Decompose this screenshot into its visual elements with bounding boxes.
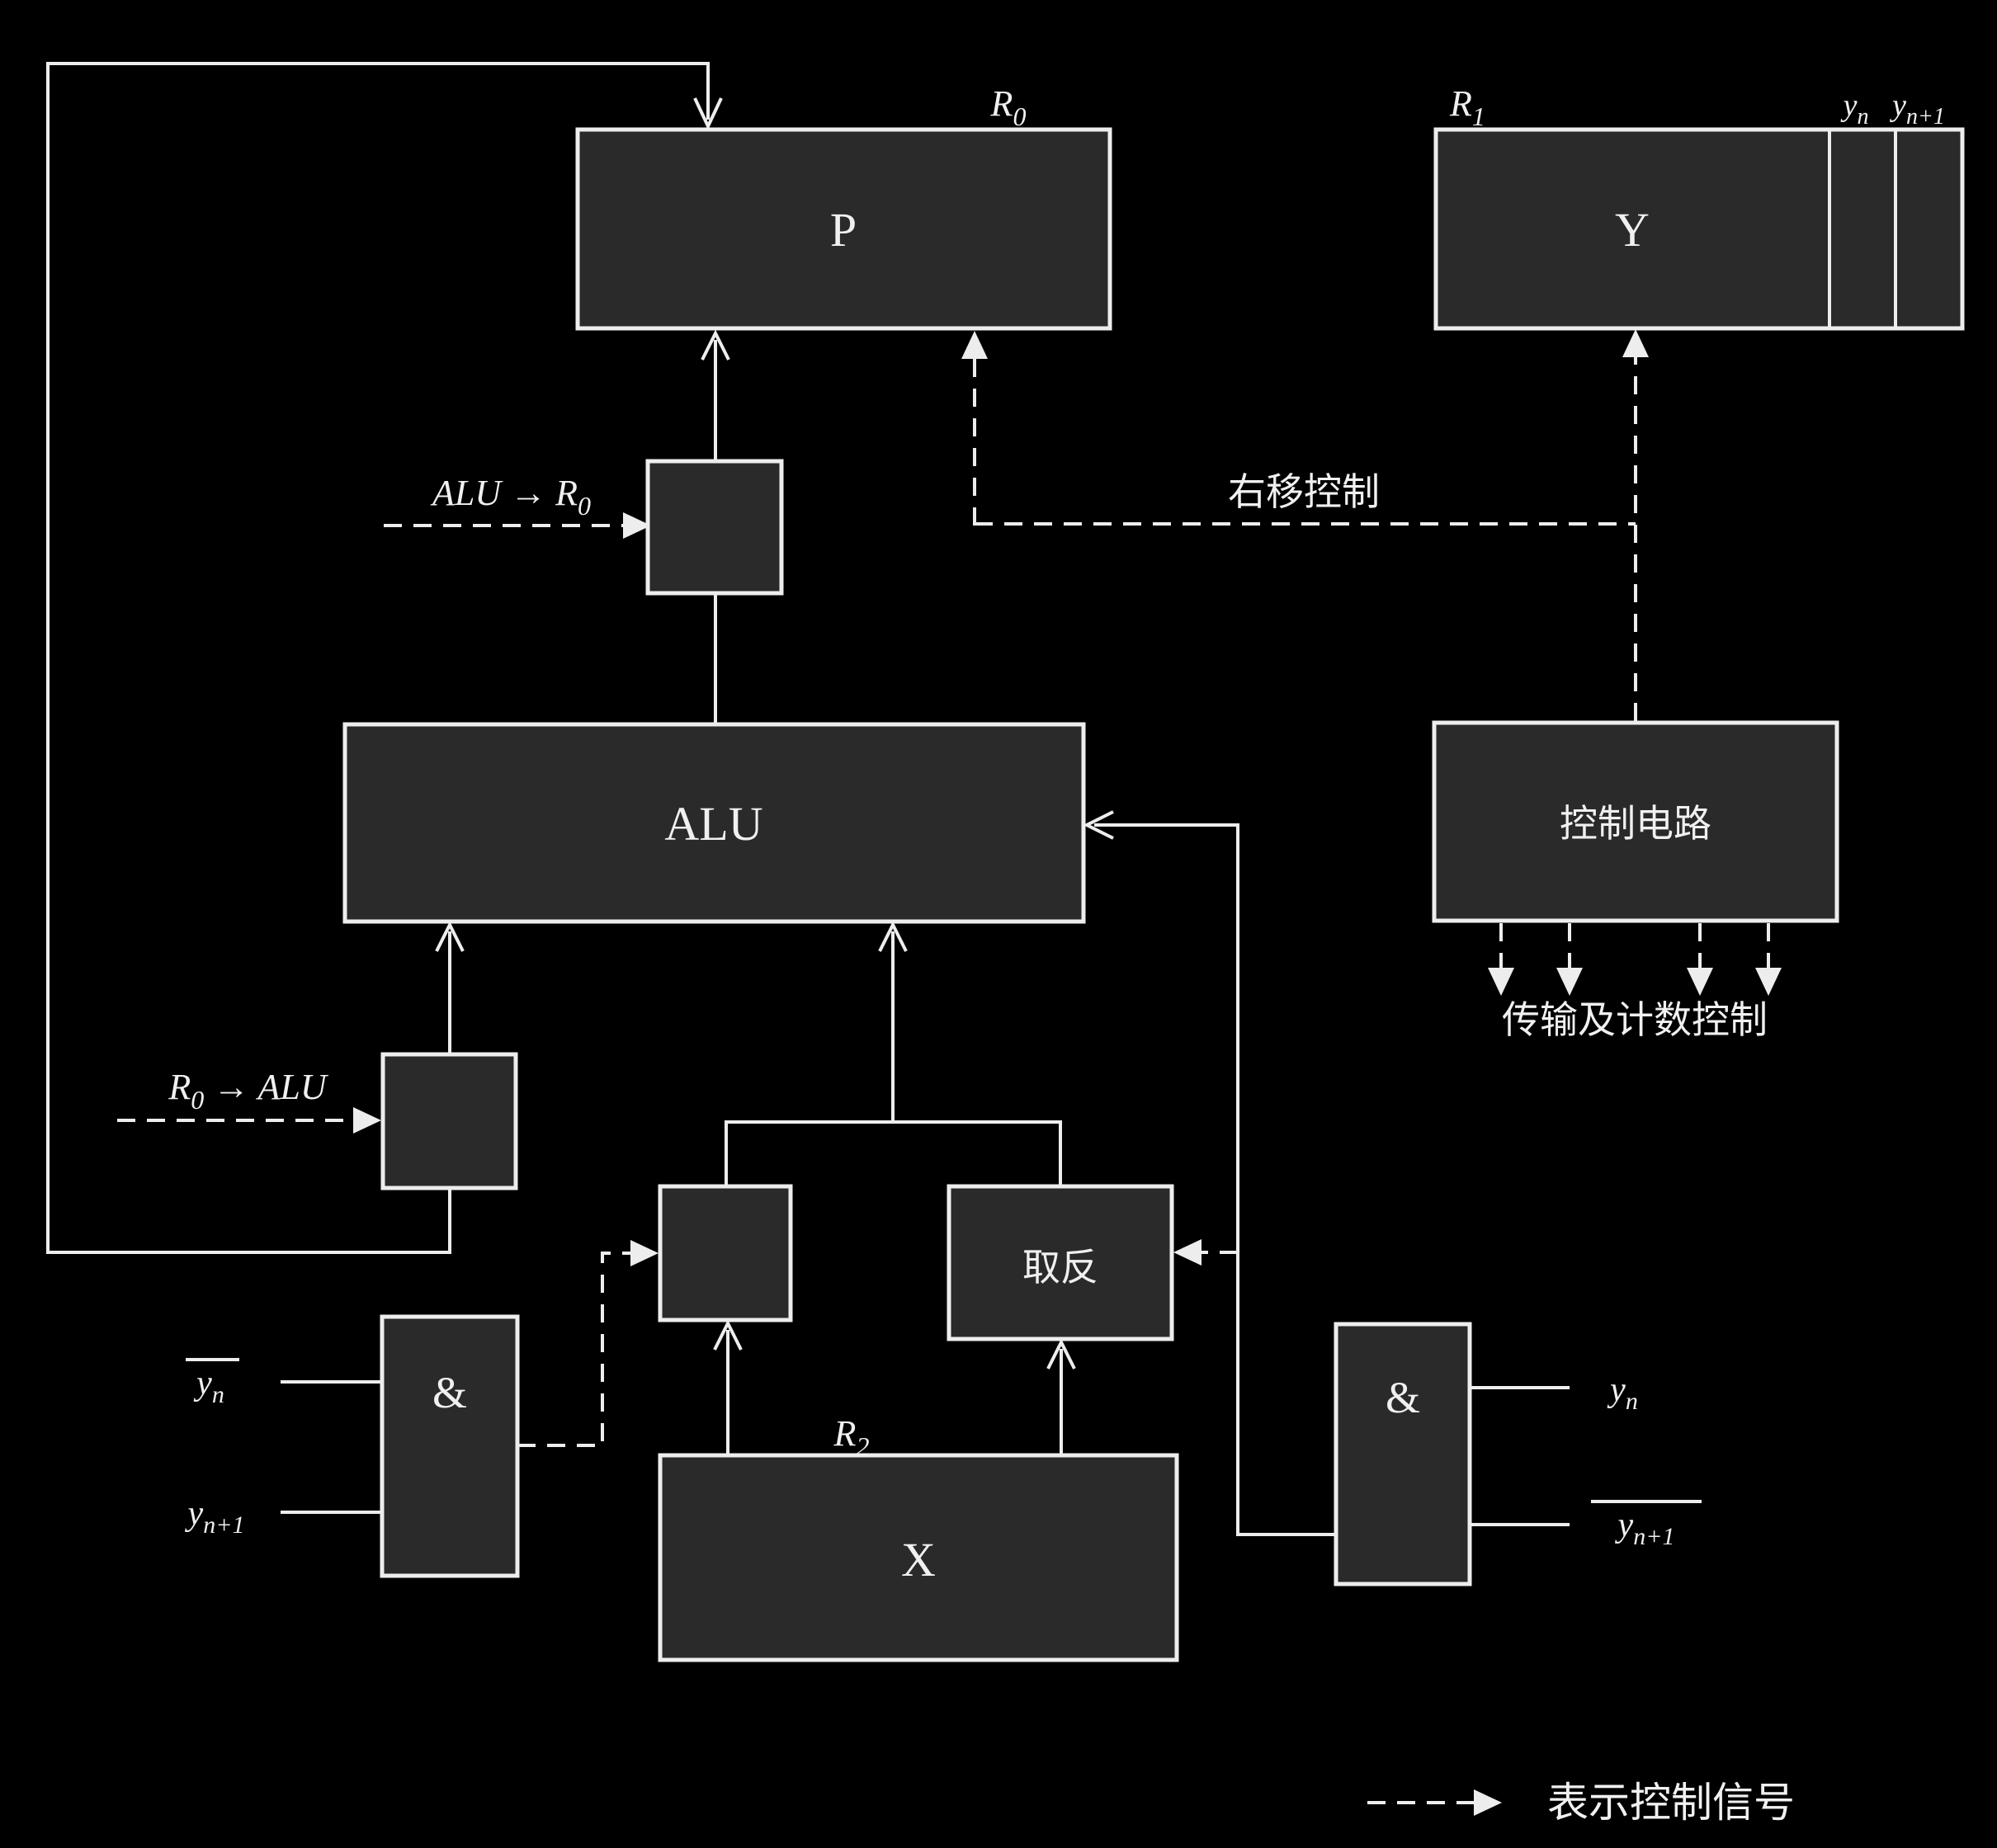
and-gate-left <box>380 1314 520 1578</box>
r2-tag: R2 <box>833 1413 870 1461</box>
and-gate-right <box>1334 1322 1472 1586</box>
negate-box <box>947 1184 1174 1341</box>
arrow-into-alu-bottom-mid-icon <box>878 921 908 952</box>
y-register-label: Y <box>1615 203 1650 257</box>
latch-alu-to-r0 <box>645 459 784 596</box>
right-shift-arrow-y-icon <box>1622 329 1649 357</box>
y-cell-yn1-tag: yn+1 <box>1889 88 1945 130</box>
right-shift-label: 右移控制 <box>1228 471 1380 513</box>
p-register <box>575 127 1112 331</box>
feedback-line-r0 <box>46 62 710 1254</box>
legend-label: 表示控制信号 <box>1547 1780 1795 1826</box>
control-arrow-3-icon <box>1687 968 1713 996</box>
arrow-into-negate-icon <box>1046 1338 1076 1370</box>
transfer-count-label: 传输及计数控制 <box>1502 999 1768 1041</box>
andleft-yn1-label: yn+1 <box>185 1495 245 1539</box>
r0-to-alu-arrow-icon <box>353 1107 381 1134</box>
control-arrow-2-icon <box>1556 968 1583 996</box>
control-circuit-box <box>1432 720 1839 923</box>
alu-to-r0-label: ALU → R0 <box>430 473 591 521</box>
alu-label: ALU <box>664 797 762 851</box>
andright-to-alu-line <box>1094 823 1336 1536</box>
right-shift-arrow-p-icon <box>961 331 988 359</box>
legend-arrow-icon <box>1474 1789 1502 1816</box>
y-register <box>1433 127 1965 331</box>
arrow-into-p-top-icon <box>693 97 723 130</box>
control-output-lines <box>1499 923 1770 970</box>
control-circuit-label: 控制电路 <box>1560 803 1711 845</box>
arrow-into-alu-bottom-left-icon <box>435 921 465 952</box>
andright-yn1-bar-label: yn+1 <box>1615 1506 1675 1550</box>
arrow-into-alu-right-icon <box>1083 810 1114 840</box>
r0-tag: R0 <box>990 83 1027 131</box>
latch-r0-to-alu <box>380 1052 518 1190</box>
r0-to-alu-label: R0 → ALU <box>168 1067 328 1115</box>
r1-tag: R1 <box>1449 83 1485 131</box>
and-gate-left-label: & <box>432 1368 467 1417</box>
right-shift-control-line <box>973 340 1637 721</box>
alu-to-r0-arrow-icon <box>623 512 651 539</box>
control-arrow-1-icon <box>1488 968 1514 996</box>
pass-latch <box>658 1184 793 1322</box>
x-register-label: X <box>901 1533 936 1586</box>
arrow-into-passlatch-icon <box>713 1319 743 1351</box>
y-cell-yn-tag: yn <box>1840 88 1869 130</box>
andleft-output-control-line <box>517 1252 647 1447</box>
and-gate-right-label: & <box>1386 1373 1420 1422</box>
alu-box <box>342 722 1086 924</box>
control-arrow-4-icon <box>1755 968 1782 996</box>
negate-label: 取反 <box>1022 1247 1098 1289</box>
andright-yn-label: yn <box>1607 1371 1638 1415</box>
arrow-into-p-bottom-icon <box>701 329 730 361</box>
x-register <box>658 1453 1179 1662</box>
passlatch-control-arrow-icon <box>630 1240 659 1266</box>
andleft-yn-bar-label: yn <box>193 1365 224 1408</box>
operand-merge-line <box>725 931 1062 1186</box>
p-register-label: P <box>830 203 857 257</box>
negate-control-arrow-icon <box>1173 1239 1202 1266</box>
